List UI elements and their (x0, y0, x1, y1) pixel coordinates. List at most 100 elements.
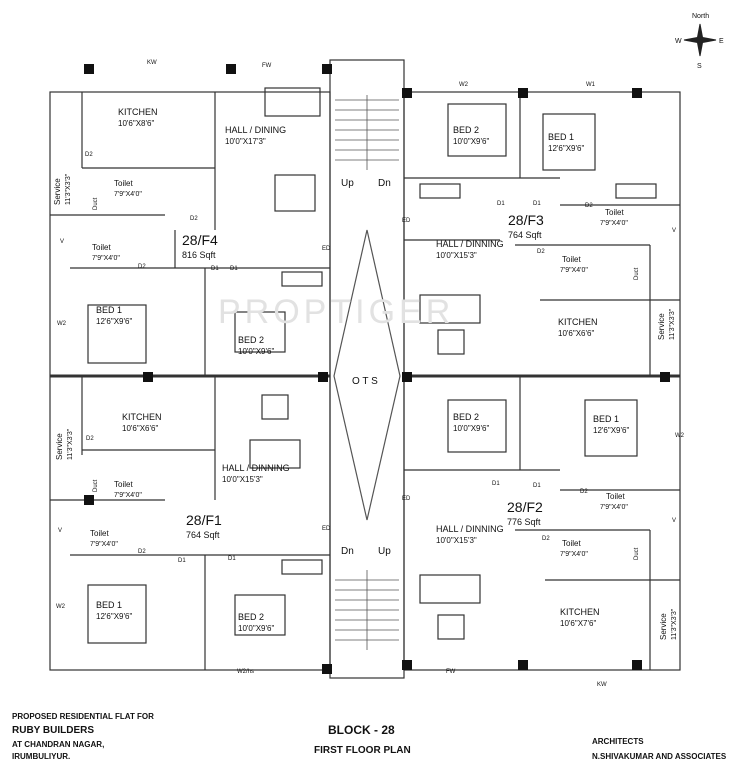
project-line: PROPOSED RESIDENTIAL FLAT FOR (12, 712, 154, 721)
bed-icon (87, 304, 147, 364)
door-tag: D1 (230, 266, 238, 272)
window-tag: KW (147, 60, 157, 66)
door-tag: D2 (85, 152, 93, 158)
flat-id-f4: 28/F4 (182, 232, 218, 248)
room-size: 10'0"X17'3" (225, 137, 266, 146)
wardrobe (281, 271, 323, 287)
structural-columns (84, 64, 670, 674)
room-size: 7'9"X4'0" (600, 220, 628, 227)
window-tag: W2 (56, 604, 66, 610)
sofa-icon (419, 574, 481, 604)
watermark-text: PROPTIGER (218, 293, 454, 331)
architects-label: ARCHITECTS (592, 737, 644, 746)
room-size: 10'0"X15'3" (436, 536, 477, 545)
wardrobe (419, 183, 461, 199)
window-tag: W2 (459, 82, 469, 88)
window-tag: FW (446, 669, 456, 675)
room-name: BED 1 (96, 600, 122, 610)
room-name: Service (55, 433, 64, 460)
room-size: 12'6"X9'6" (548, 144, 584, 153)
stair-dn-bottom: Dn (341, 546, 354, 557)
room-name: BED 2 (453, 412, 479, 422)
window-tag: W2 (675, 433, 685, 439)
entry-door-tag: ED (402, 496, 411, 502)
location-line-2: IRUMBULIYUR. (12, 752, 71, 761)
builder-name: RUBY BUILDERS (12, 725, 95, 736)
room-size: 10'0"X15'3" (222, 475, 263, 484)
bed-icon (87, 584, 147, 644)
dining-table-icon (437, 614, 465, 640)
room-size: 7'9"X4'0" (114, 492, 142, 499)
bed-icon (447, 103, 507, 157)
dining-table-icon (261, 394, 289, 420)
door-tag: D2 (585, 203, 593, 209)
ots-label: O T S (352, 376, 378, 387)
room-name: HALL / DINNING (222, 463, 290, 473)
room-size: 10'0"X15'3" (436, 251, 477, 260)
room-name: Toilet (562, 539, 581, 548)
bed-icon (447, 399, 507, 453)
room-size: 11'3"X3'3" (671, 608, 678, 640)
bed-icon (234, 594, 286, 636)
duct-tag: Duct (634, 267, 640, 280)
compass-west-label: W (675, 38, 682, 45)
room-name: Toilet (90, 529, 109, 538)
door-tag: D1 (497, 201, 505, 207)
architects-name: N.SHIVAKUMAR AND ASSOCIATES (592, 752, 727, 761)
ots-shaft (333, 229, 401, 521)
sofa-icon (419, 294, 481, 324)
stair-up-top: Up (341, 178, 354, 189)
door-tag: D2 (542, 536, 550, 542)
ventilator-tag: V (672, 518, 676, 524)
room-name: BED 1 (548, 132, 574, 142)
door-tag: D1 (533, 201, 541, 207)
window-tag: W2/hs (237, 669, 254, 675)
room-size: 12'6"X9'6" (96, 612, 132, 621)
staircase-top (335, 95, 399, 170)
room-name: BED 1 (593, 414, 619, 424)
window-tag: KW (597, 682, 607, 688)
bed-icon (542, 113, 596, 171)
room-size: 10'0"X9'6" (453, 137, 489, 146)
ventilator-tag: V (58, 528, 62, 534)
room-name: KITCHEN (560, 607, 600, 617)
sofa-icon (249, 439, 301, 469)
flat-area-f3: 764 Sqft (508, 230, 542, 240)
room-name: Toilet (114, 179, 133, 188)
stair-core-outline (329, 59, 405, 679)
door-tag: D1 (533, 483, 541, 489)
west-wing-outline (49, 91, 331, 671)
door-tag: D2 (138, 549, 146, 555)
room-size: 10'0"X9'6" (453, 424, 489, 433)
door-tag: D2 (537, 249, 545, 255)
ventilator-tag: V (60, 239, 64, 245)
room-size: 7'9"X4'0" (90, 541, 118, 548)
entry-door-tag: ED (322, 526, 331, 532)
door-tag: D1 (178, 558, 186, 564)
room-size: 11'3"X3'3" (65, 173, 72, 205)
entry-door-tag: ED (322, 246, 331, 252)
duct-tag: Duct (93, 197, 99, 210)
room-size: 10'0"X9'6" (238, 347, 274, 356)
door-tag: D2 (86, 436, 94, 442)
room-name: HALL / DINNING (436, 524, 504, 534)
room-size: 7'9"X4'0" (600, 504, 628, 511)
compass-east-label: E (719, 38, 724, 45)
compass-rose-icon (683, 23, 717, 57)
stair-dn-top: Dn (378, 178, 391, 189)
room-size: 11'3"X3'3" (669, 308, 676, 340)
stair-up-bottom: Up (378, 546, 391, 557)
wardrobe (281, 559, 323, 575)
room-name: Toilet (605, 208, 624, 217)
flat-area-f4: 816 Sqft (182, 250, 216, 260)
ventilator-tag: V (672, 228, 676, 234)
dining-table-icon (437, 329, 465, 355)
compass-south-label: S (697, 63, 702, 70)
window-tag: W2 (57, 321, 67, 327)
room-size: 7'9"X4'0" (92, 255, 120, 262)
room-name: HALL / DINING (225, 125, 286, 135)
room-size: 10'0"X9'6" (238, 624, 274, 633)
flat-id-f3: 28/F3 (508, 212, 544, 228)
room-name: HALL / DINNING (436, 239, 504, 249)
